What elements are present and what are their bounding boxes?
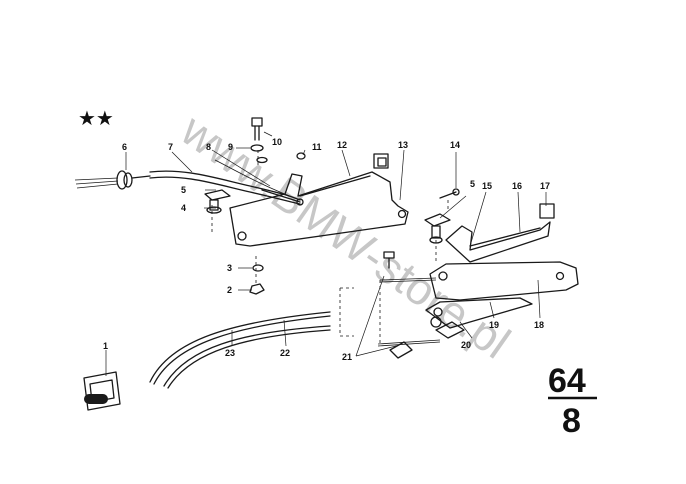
stars-mark: ★★ [78, 106, 114, 130]
callout-20: 20 [461, 340, 471, 350]
callout-9: 9 [228, 142, 233, 152]
callout-7: 7 [168, 142, 173, 152]
callout-17: 17 [540, 181, 550, 191]
part-7-8-cable [149, 159, 304, 206]
guide-lines [211, 150, 449, 344]
section-number: 64 8 [548, 362, 597, 440]
part-21-cable-end [383, 251, 395, 269]
callout-21: 21 [342, 352, 352, 362]
part-12-lever [229, 153, 409, 247]
part-10-bolt [250, 117, 306, 164]
section-number-bottom: 8 [562, 402, 581, 440]
part-22-23-cables [149, 311, 331, 389]
callout-12: 12 [337, 140, 347, 150]
callout-11: 11 [312, 142, 322, 152]
part-16-lever [379, 203, 579, 301]
callout-3: 3 [227, 263, 232, 273]
part-6-grommet [74, 170, 151, 190]
callout-8: 8 [206, 142, 211, 152]
callout-labels: 1 2 3 4 5 5 6 7 8 9 10 11 12 13 14 15 16… [103, 137, 550, 362]
callout-23: 23 [225, 348, 235, 358]
callout-15: 15 [482, 181, 492, 191]
callout-5-right: 5 [470, 179, 475, 189]
callout-10: 10 [272, 137, 282, 147]
callout-16: 16 [512, 181, 522, 191]
part-14-screw [424, 188, 460, 244]
leader-lines [105, 131, 547, 376]
callout-18: 18 [534, 320, 544, 330]
part-1-grommet [83, 371, 121, 411]
section-number-top: 64 [548, 362, 586, 400]
callout-6: 6 [122, 142, 127, 152]
callout-13: 13 [398, 140, 408, 150]
callout-4: 4 [181, 203, 186, 213]
part-19-20-linkage [377, 297, 533, 359]
callout-1: 1 [103, 341, 108, 351]
callout-5-left: 5 [181, 185, 186, 195]
callout-14: 14 [450, 140, 460, 150]
callout-2: 2 [227, 285, 232, 295]
part-2-3-nuts [249, 264, 265, 295]
part-4-5-clip [204, 189, 231, 214]
callout-19: 19 [489, 320, 499, 330]
callout-22: 22 [280, 348, 290, 358]
